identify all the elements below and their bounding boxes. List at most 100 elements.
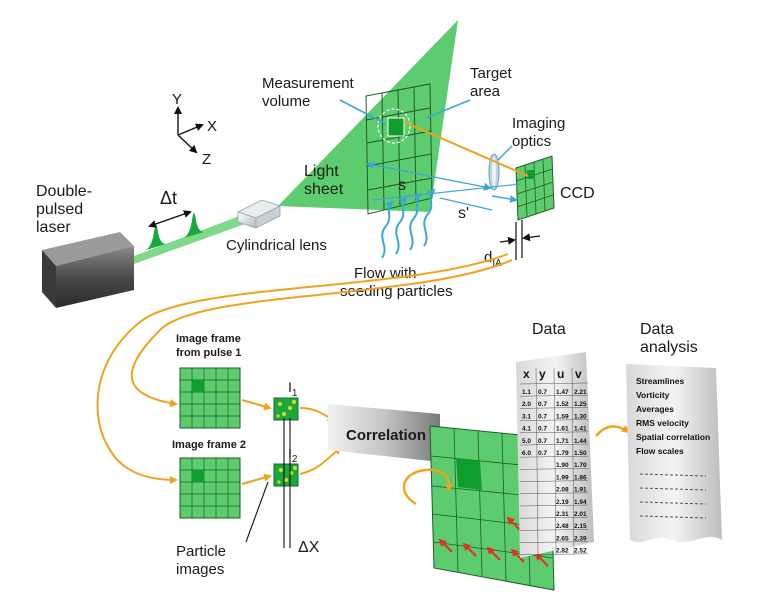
target-area-label-line2: area [470,83,501,100]
table-cell: 1.61 [556,426,569,433]
i1-main: I [288,379,292,395]
interrogation-window-1 [273,397,299,421]
laser-label-line2: pulsed [36,201,83,218]
i2-to-correlation-arrow [299,446,342,475]
axis-z-label: Z [202,151,211,168]
table-cell: 1.30 [574,413,587,420]
table-cell: 1.86 [574,474,587,481]
interrogation-size-subscript: IA [492,258,502,269]
analysis-item: Averages [636,404,674,414]
imaging-ray-lower [371,183,521,201]
table-cell: 2.01 [574,511,587,518]
frame1-to-i1-arrow [241,399,272,411]
interrogation-size-marker [499,220,541,260]
table-cell: 2.82 [556,548,569,555]
table-column-line [571,367,575,555]
measurement-volume-pointer [339,99,387,125]
laser-box [42,232,134,308]
flow-arrows [381,188,436,259]
table-cell: 2.0 [522,401,531,408]
table-row-line [519,468,589,470]
interrogation-size-label: dIA [484,249,502,269]
table-row-line [519,504,589,507]
laser-pulse-1 [146,225,166,250]
axis-y-label: Y [172,91,182,108]
distance-s-arrow [366,161,492,191]
table-cell: 1.71 [556,438,569,445]
delta-t-label: Δt [160,188,177,208]
table-cell: 0.7 [538,389,547,396]
i1-subscript: 1 [292,388,298,399]
table-cell: 2.31 [556,511,569,518]
analysis-sheet [626,364,722,543]
correlation-to-vectors-arrow [402,468,454,506]
ccd-sensor [515,155,555,221]
table-row-line [519,407,589,409]
laser-beam [134,212,256,264]
cylindrical-lens-label: Cylindrical lens [226,237,327,254]
measurement-volume-cell [387,117,405,137]
analysis-heading-line1: Data [640,321,674,338]
laser-pulse-2 [184,213,204,238]
table-cell: 2.15 [574,523,587,530]
table-cell: 0.7 [538,401,547,408]
ccd-label: CCD [560,185,595,202]
frame1-label-line2: from pulse 1 [176,347,241,359]
measurement-volume-label-line1: Measurement [262,75,355,92]
table-cell: 1.44 [574,438,587,445]
axis-x-label: X [207,118,217,135]
analysis-blank-lines [639,473,707,519]
particle-displacement-lines [245,418,291,548]
table-cell: 1.90 [556,462,569,469]
table-row-line [519,394,589,397]
table-cell: 1.1 [522,389,531,396]
analysis-item: Flow scales [636,446,684,456]
analysis-item: Streamlines [636,376,684,386]
table-cell: 1.25 [574,401,587,408]
table-header-cell: u [557,367,564,381]
table-cell: 2.08 [556,487,569,494]
table-cell: 0.7 [538,450,547,457]
table-cell: 1.94 [574,499,587,506]
light-sheet-label-line1: Light [304,163,339,180]
laser-label-line1: Double- [36,183,92,200]
target-area-label-line1: Target [470,65,513,82]
table-cell: 1.50 [574,450,587,457]
table-cell: 4.1 [522,426,531,433]
imaging-optics-label-line1: Imaging [512,115,565,132]
table-cell: 6.0 [522,450,531,457]
table-cell: 1.59 [556,413,569,420]
table-cell: 1.70 [574,462,587,469]
flow-label-line2: seeding particles [340,283,453,300]
frame2-to-i2-arrow [241,473,272,485]
table-cell: 0.7 [538,413,547,420]
table-cell: 1.91 [574,487,587,494]
imaging-optics-label-line2: optics [512,133,551,150]
ccd-to-frame2-curve [96,253,509,484]
delta-t-arrow [148,210,192,228]
table-column-line [553,367,557,555]
table-row-line [519,443,589,446]
cylindrical-lens [236,199,282,229]
table-cell: 3.1 [522,413,531,420]
table-cell: 1.52 [556,401,569,408]
imaging-ray-upper [403,121,529,177]
light-sheet-label-line2: sheet [304,181,344,198]
data-heading: Data [532,321,566,338]
distance-s-label: s [398,177,406,194]
imaging-optics-pointer [497,145,513,161]
table-cell: 2.52 [574,548,587,555]
particle-images-label-line2: images [176,561,224,578]
table-cell: 1.47 [556,389,569,396]
image-frame-2 [179,457,241,519]
table-row-line [519,516,589,519]
image-frame-1 [179,367,241,429]
table-row-line [519,541,589,543]
frame1-label-line1: Image frame [176,333,241,345]
table-cell: 5.0 [522,438,531,445]
analysis-item: RMS velocity [636,418,689,428]
